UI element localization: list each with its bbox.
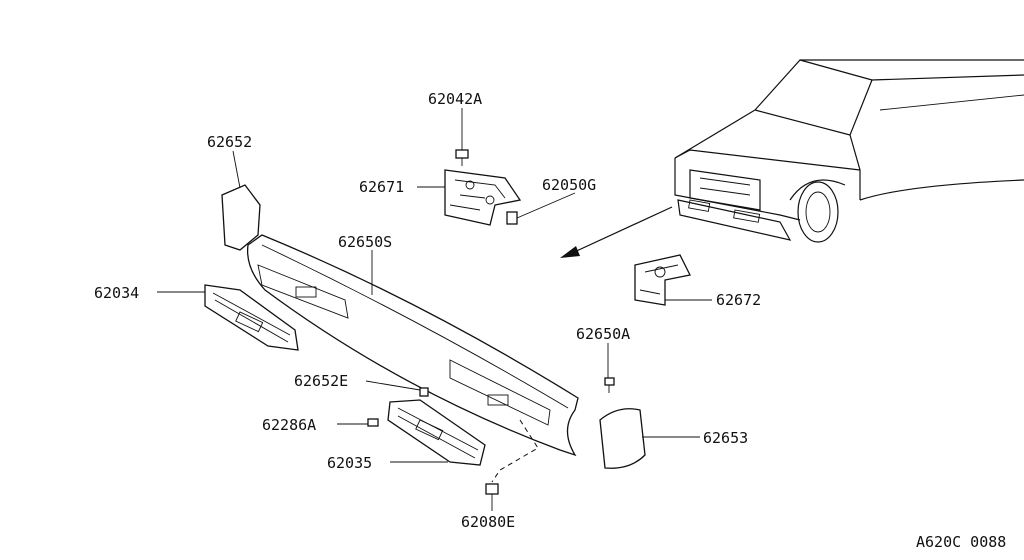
direction-arrow bbox=[560, 206, 673, 258]
clip-62652e-part bbox=[419, 387, 429, 397]
label-62034: 62034 bbox=[94, 284, 139, 302]
label-62671: 62671 bbox=[359, 178, 404, 196]
label-62652: 62652 bbox=[207, 133, 252, 151]
screw-62286a-part bbox=[367, 418, 379, 427]
label-62042a: 62042A bbox=[428, 90, 482, 108]
bolt-62080e-part bbox=[485, 483, 499, 495]
screw-62650a-part bbox=[604, 377, 615, 393]
grille-62035-part bbox=[387, 399, 486, 466]
bumper-62650s-part bbox=[246, 234, 579, 457]
label-62050g: 62050G bbox=[542, 176, 596, 194]
end-cap-62653-part bbox=[599, 408, 646, 469]
label-62672: 62672 bbox=[716, 291, 761, 309]
truck-illustration bbox=[674, 59, 1024, 243]
bracket-62672-part bbox=[634, 254, 691, 306]
bolt-62042a-part bbox=[455, 149, 469, 166]
bracket-62671-part bbox=[444, 169, 522, 226]
label-62286a: 62286A bbox=[262, 416, 316, 434]
dashed-guide-line bbox=[491, 419, 539, 483]
end-cap-62652-part bbox=[221, 184, 261, 251]
leader-lines bbox=[157, 108, 712, 511]
clip-62050g-part bbox=[506, 211, 518, 225]
diagram-code: A620C 0088 bbox=[916, 533, 1006, 551]
label-62652e: 62652E bbox=[294, 372, 348, 390]
label-62653: 62653 bbox=[703, 429, 748, 447]
label-62035: 62035 bbox=[327, 454, 372, 472]
label-62650s: 62650S bbox=[338, 233, 392, 251]
label-62080e: 62080E bbox=[461, 513, 515, 531]
label-62650a: 62650A bbox=[576, 325, 630, 343]
grille-62034-part bbox=[204, 284, 299, 351]
